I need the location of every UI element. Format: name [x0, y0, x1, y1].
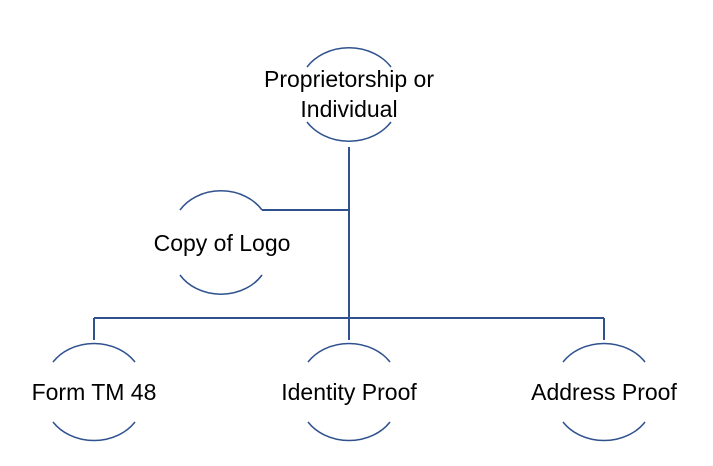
child-3-label: Address Proof	[531, 379, 677, 405]
root-top-arc	[306, 47, 392, 68]
child-1-bottom-arc	[52, 421, 136, 442]
child-1-label: Form TM 48	[32, 379, 157, 405]
root-bottom-arc	[306, 121, 392, 142]
child-1-top-arc	[52, 342, 136, 363]
assistant-bottom-arc	[179, 274, 263, 295]
node-assistant: Copy of Logo	[154, 190, 291, 295]
node-child-2: Identity Proof	[281, 342, 417, 442]
connectors	[93, 147, 605, 340]
child-2-top-arc	[307, 342, 391, 363]
node-child-3: Address Proof	[531, 342, 677, 442]
assistant-top-arc	[179, 190, 263, 211]
root-label-line2: Individual	[300, 96, 397, 122]
child-2-label: Identity Proof	[281, 379, 417, 405]
child-3-top-arc	[562, 342, 646, 363]
root-label-line1: Proprietorship or	[264, 66, 434, 92]
node-root: Proprietorship or Individual	[264, 47, 434, 142]
child-2-bottom-arc	[307, 421, 391, 442]
child-3-bottom-arc	[562, 421, 646, 442]
assistant-label: Copy of Logo	[154, 230, 291, 256]
node-child-1: Form TM 48	[32, 342, 157, 442]
